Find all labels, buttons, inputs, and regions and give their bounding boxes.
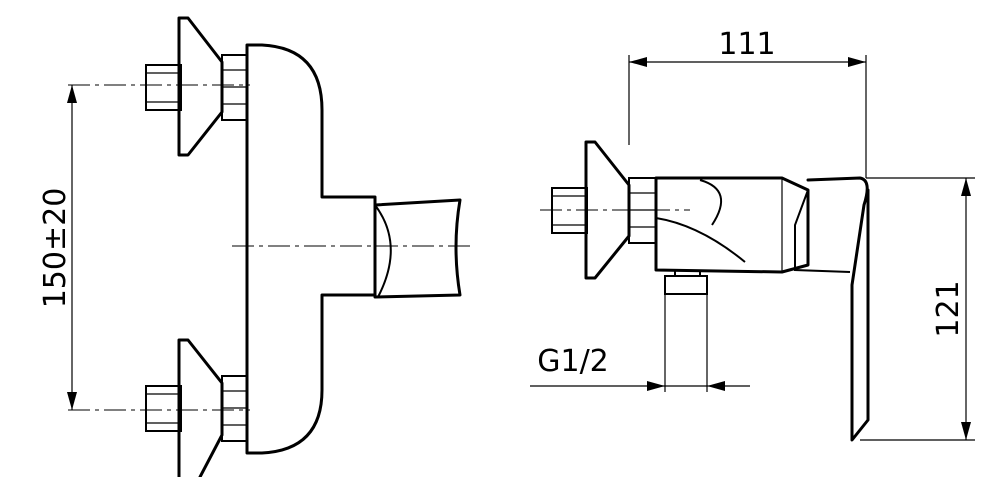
lever-front [373, 198, 462, 299]
spacing-dimension: 150±20 [38, 85, 77, 410]
front-view: 150±20 [38, 16, 470, 477]
thread-dimension: G1/2 [530, 295, 750, 392]
lever-side [806, 176, 870, 442]
height-dimension-label: 121 [931, 280, 966, 337]
height-dimension: 121 [860, 177, 975, 441]
bottom-inlet-connector [145, 338, 248, 477]
width-dimension-label: 111 [718, 27, 775, 62]
width-dimension: 111 [628, 27, 867, 178]
thread-dimension-label: G1/2 [537, 344, 609, 379]
mixer-body-front [245, 43, 377, 455]
outlet-spout [664, 270, 708, 295]
spacing-dimension-label: 150±20 [38, 188, 73, 309]
mixer-body-side [654, 176, 810, 274]
top-inlet-connector [145, 16, 248, 157]
side-view: 111 121 G1/2 [530, 27, 975, 442]
